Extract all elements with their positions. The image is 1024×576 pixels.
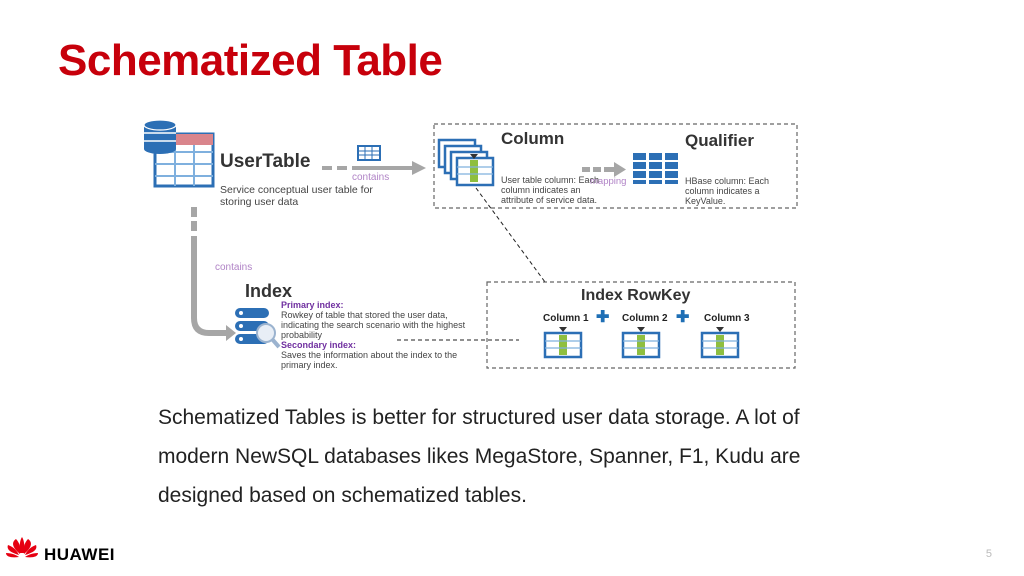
page-number: 5 [985, 548, 992, 560]
primary-index-desc: Rowkey of table that stored the user dat… [281, 310, 466, 340]
contains-label-horizontal: contains [352, 172, 390, 183]
contains-arrow-vertical [191, 207, 236, 341]
brand-name: HUAWEI [44, 545, 115, 564]
user-table-desc: Service conceptual user table for storin… [220, 184, 373, 208]
mapping-arrow [582, 162, 626, 177]
qualifier-grid-icon [633, 153, 678, 184]
rowkey-column-icon-1 [543, 327, 583, 359]
small-table-icon [357, 145, 381, 161]
index-desc-block: Primary index: Rowkey of table that stor… [281, 300, 486, 370]
rowkey-column-label-1: Column 1 [543, 313, 589, 324]
rowkey-column-label-2: Column 2 [622, 313, 668, 324]
huawei-logo-icon [6, 537, 38, 558]
column-stack-icon [437, 138, 495, 187]
plus-icon: ✚ [596, 309, 610, 326]
plus-icon: ✚ [676, 309, 690, 326]
dashed-connector-column-to-rowkey [475, 187, 546, 283]
index-label: Index [245, 281, 293, 301]
slide-title: Schematized Table [58, 36, 443, 85]
user-table-label: UserTable [220, 151, 311, 172]
contains-label-vertical: contains [215, 262, 253, 273]
secondary-index-title: Secondary index: [281, 340, 357, 350]
user-table-icon [143, 119, 215, 188]
primary-index-title: Primary index: [281, 300, 344, 310]
index-rowkey-box [486, 281, 796, 369]
mapping-label: mapping [590, 176, 627, 187]
index-icon [235, 308, 281, 349]
qualifier-label: Qualifier [685, 131, 754, 150]
column-label: Column [501, 129, 565, 148]
rowkey-column-icon-3 [700, 327, 740, 359]
index-rowkey-label: Index RowKey [581, 287, 691, 304]
rowkey-column-label-3: Column 3 [704, 313, 750, 324]
secondary-index-desc: Saves the information about the index to… [281, 350, 458, 370]
qualifier-desc: HBase column: Each column indicates a Ke… [685, 176, 770, 206]
rowkey-column-icon-2 [621, 327, 661, 359]
column-desc: User table column: Each column indicates… [501, 175, 600, 205]
body-paragraph: Schematized Tables is better for structu… [158, 406, 801, 507]
contains-arrow-horizontal [322, 161, 426, 175]
